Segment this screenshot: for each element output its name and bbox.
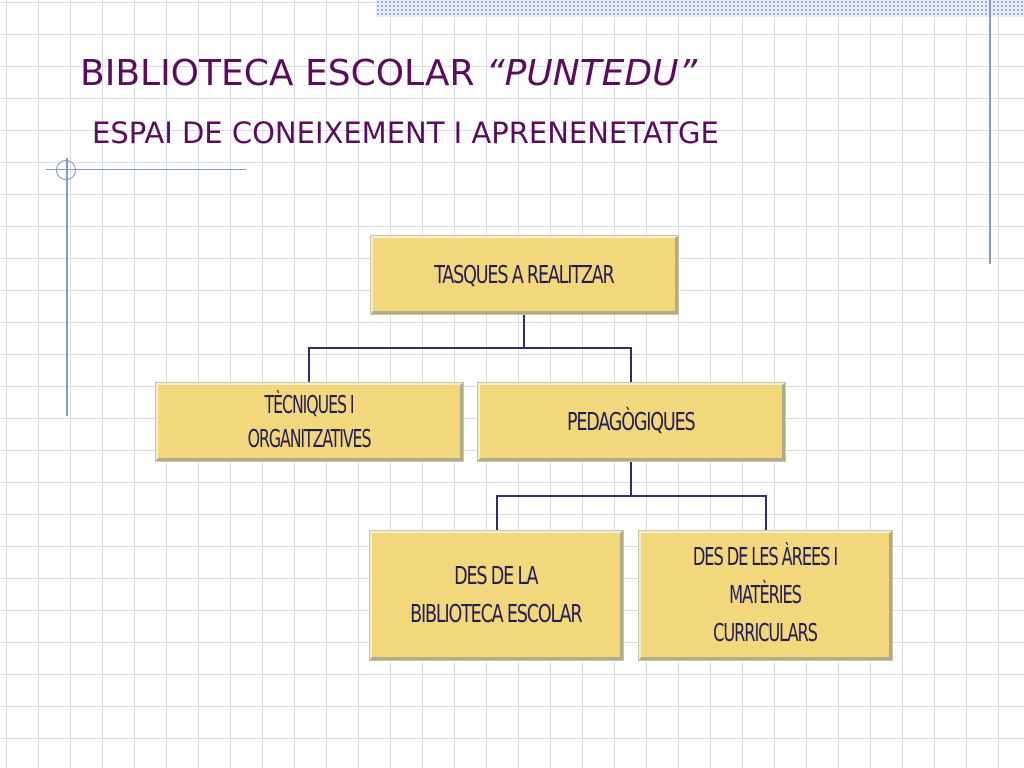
box-des-de-les-arees-i-materies-curriculars: DES DE LES ÀREES I MATÈRIES CURRICULARS [638, 530, 893, 661]
box-label: PEDAGÒGIQUES [567, 406, 696, 436]
slide-title: BIBLIOTECA ESCOLAR “PUNTEDU” [80, 52, 697, 96]
decorative-frame-line-top-left [46, 169, 246, 170]
box-pedagogiques: PEDAGÒGIQUES [477, 382, 786, 462]
title-main: BIBLIOTECA ESCOLAR [80, 53, 475, 94]
box-label: DES DE LA BIBLIOTECA ESCOLAR [410, 561, 582, 628]
decorative-frame-line-right [989, 0, 991, 264]
decorative-corner-band [376, 0, 1024, 17]
box-des-de-la-biblioteca-escolar: DES DE LA BIBLIOTECA ESCOLAR [369, 530, 624, 661]
slide-subtitle: ESPAI DE CONEIXEMENT I APRENENETATGE [92, 116, 719, 150]
title-quoted-name: “PUNTEDU” [486, 53, 698, 94]
box-label: TÈCNIQUES I ORGANITZATIVES [247, 389, 372, 453]
decorative-circle [56, 160, 76, 180]
box-tecniques-i-organitzatives: TÈCNIQUES I ORGANITZATIVES [155, 382, 464, 462]
box-tasques-a-realitzar: TASQUES A REALITZAR [370, 235, 679, 315]
box-label: DES DE LES ÀREES I MATÈRIES CURRICULARS [692, 542, 838, 647]
box-label: TASQUES A REALITZAR [434, 259, 614, 289]
decorative-frame-line-left [66, 158, 68, 416]
